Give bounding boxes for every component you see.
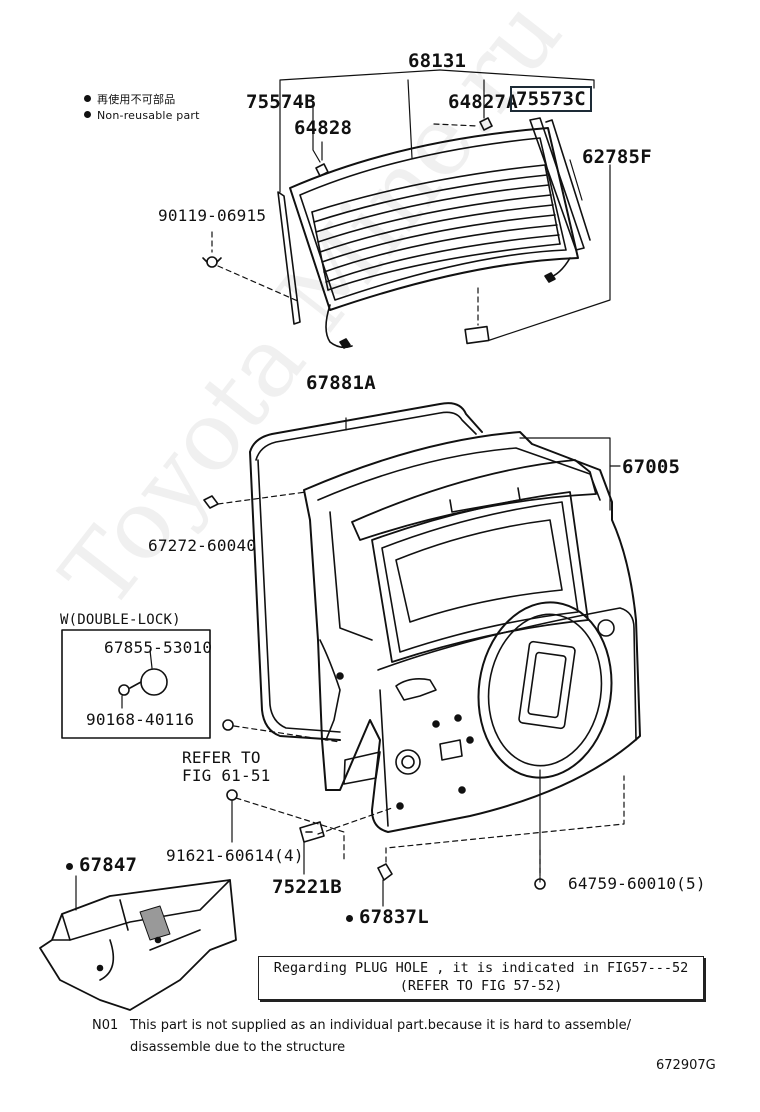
refer-fig-text: FIG 61-51	[182, 766, 271, 785]
leader-lines-upper	[279, 69, 611, 341]
dashed-lines-lower	[217, 491, 625, 883]
dashed-lines-upper	[211, 123, 479, 326]
floor-panel-67847	[39, 875, 237, 1011]
back-door-panel	[303, 431, 641, 833]
footnote-line-2: disassemble due to the structure	[130, 1040, 346, 1055]
part-75574B: 75574B	[246, 91, 316, 113]
door-weatherstrip	[249, 402, 483, 741]
plug-hole-note: Regarding PLUG HOLE , it is indicated in…	[258, 956, 704, 1000]
figure-id: 672907G	[656, 1058, 716, 1073]
non-reusable-bullet-icon	[66, 863, 73, 870]
part-64827A: 64827A	[448, 91, 518, 113]
footnote-code: N01	[92, 1018, 119, 1033]
double-lock-title: W(DOUBLE-LOCK)	[60, 612, 181, 628]
note-line-1: Regarding PLUG HOLE , it is indicated in…	[273, 960, 689, 976]
part-75221B: 75221B	[272, 876, 342, 898]
part-64759-60010: 64759-60010(5)	[568, 874, 706, 893]
part-75573C-highlight[interactable]: 75573C	[510, 86, 592, 112]
legend-jp: 再使用不可部品	[84, 91, 175, 107]
part-64828: 64828	[294, 117, 353, 139]
footnote-line-1: This part is not supplied as an individu…	[130, 1018, 631, 1033]
leader-lines-lower	[231, 417, 621, 907]
note-line-2[interactable]: (REFER TO FIG 57-52)	[399, 978, 563, 994]
part-62785F: 62785F	[582, 146, 652, 168]
part-67847: 67847	[66, 854, 137, 876]
part-68131: 68131	[408, 50, 467, 72]
part-67837L: 67837L	[346, 906, 429, 928]
bullet-icon	[84, 111, 91, 118]
part-67881A: 67881A	[306, 372, 376, 394]
back-window-glass	[289, 127, 579, 311]
part-67272-60040: 67272-60040	[148, 536, 257, 555]
part-67855-53010: 67855-53010	[104, 638, 213, 657]
legend-en: Non-reusable part	[84, 109, 200, 122]
moulding-strips	[277, 117, 591, 325]
refer-to-text: REFER TO	[182, 748, 261, 767]
part-91621-60614: 91621-60614(4)	[166, 846, 304, 865]
non-reusable-bullet-icon	[346, 915, 353, 922]
part-67005: 67005	[622, 456, 681, 478]
double-lock-box	[61, 629, 211, 739]
part-90119-06915: 90119-06915	[158, 206, 267, 225]
part-90168-40116: 90168-40116	[86, 710, 195, 729]
bullet-icon	[84, 95, 91, 102]
